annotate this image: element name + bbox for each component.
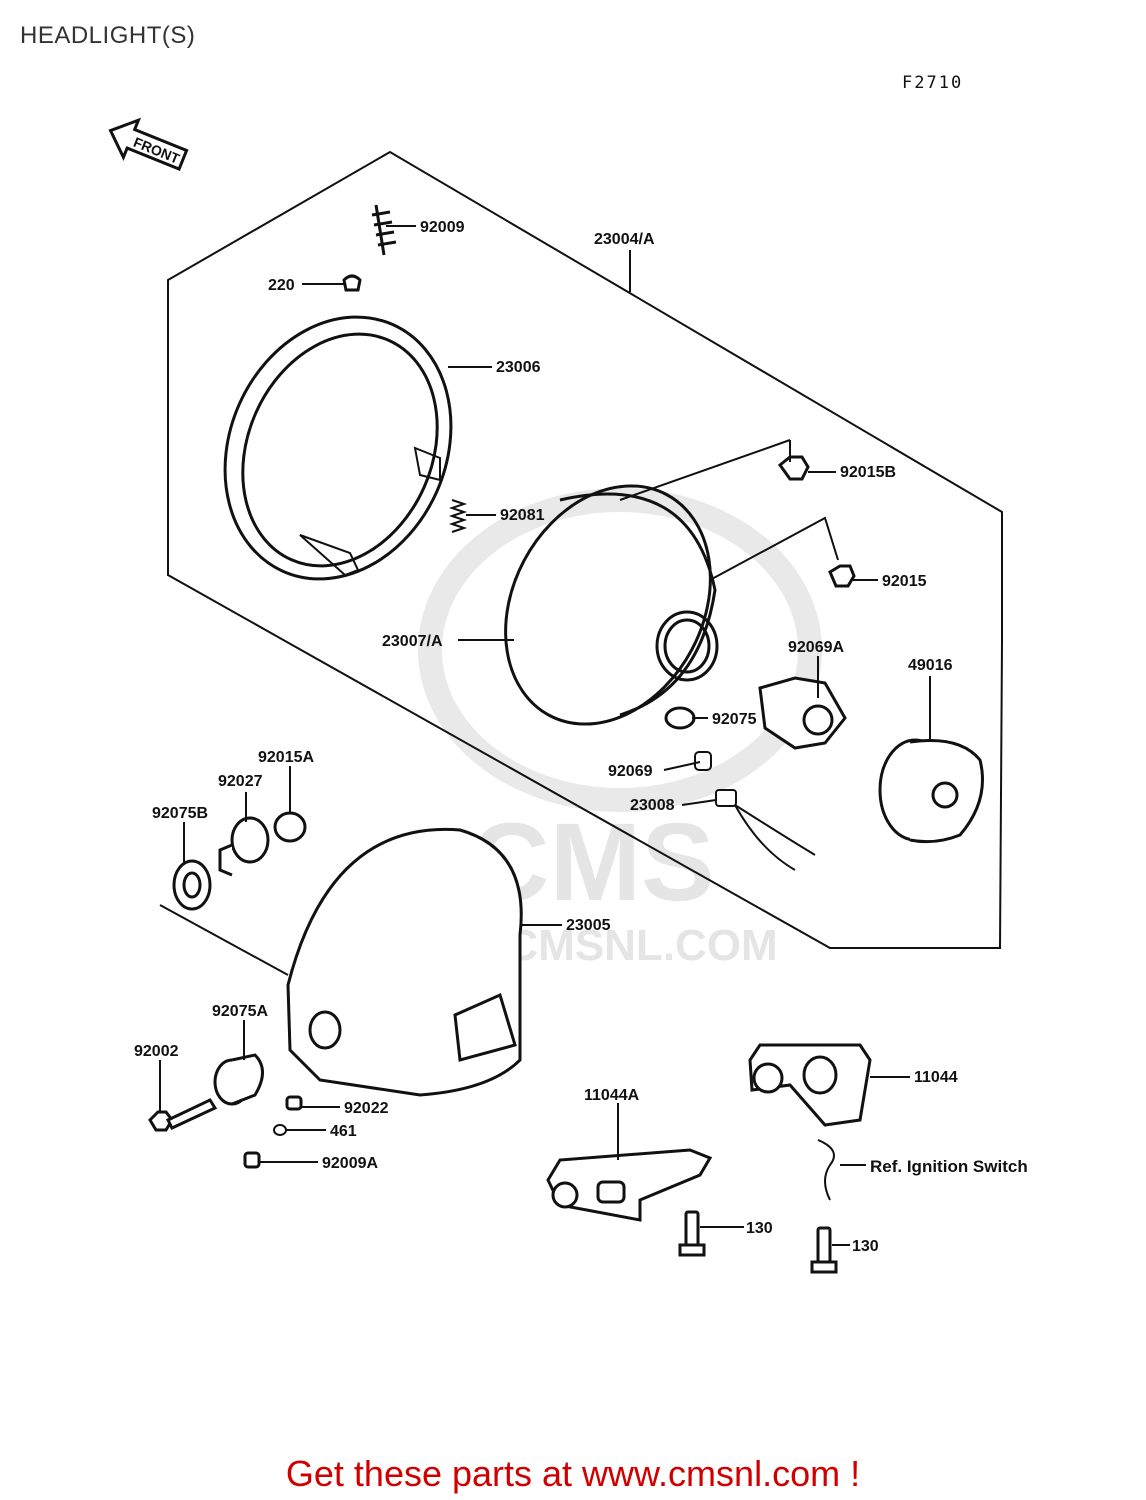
footer-cta-link[interactable]: Get these parts at www.cmsnl.com !	[285, 1453, 861, 1494]
screw-92009A	[243, 1151, 261, 1169]
callout-220: 220	[268, 277, 295, 294]
callout-130b: 130	[852, 1238, 879, 1255]
nut-92015B	[777, 455, 810, 481]
callout-92015B: 92015B	[840, 464, 896, 481]
callout-11044: 11044	[914, 1069, 958, 1086]
callout-92002: 92002	[134, 1043, 179, 1060]
bracket-11044	[748, 1043, 872, 1127]
grommet-92075	[664, 706, 696, 730]
washer-461	[273, 1124, 287, 1136]
leader-lines	[159, 225, 931, 1246]
callout-23004A: 23004/A	[594, 231, 655, 248]
headlight-housing	[286, 827, 523, 1097]
callout-92075A: 92075A	[212, 1003, 268, 1020]
headlight-rim	[223, 315, 453, 581]
grommet-92075B	[172, 859, 212, 911]
socket-23008	[715, 789, 816, 871]
callout-23007A: 23007/A	[382, 633, 443, 650]
parts-diagram: CMS WWW.CMSNL.COM FRONT	[108, 117, 1028, 1274]
callout-92009: 92009	[420, 219, 465, 236]
callout-130a: 130	[746, 1220, 773, 1237]
callout-92015A: 92015A	[258, 749, 314, 766]
bolt-92002	[148, 1098, 218, 1132]
callout-92075B: 92075B	[152, 805, 208, 822]
callout-ref-ignition-switch: Ref. Ignition Switch	[870, 1157, 1028, 1176]
callout-461: 461	[330, 1123, 357, 1140]
bolt-130b	[810, 1226, 838, 1274]
nut-92015A	[273, 811, 307, 843]
callout-23008: 23008	[630, 797, 675, 814]
headlight-reflector	[504, 484, 719, 726]
screw-220	[342, 274, 362, 292]
callout-92022: 92022	[344, 1100, 389, 1117]
grommet-92075A	[213, 1053, 264, 1106]
callout-23006: 23006	[496, 359, 541, 376]
page-title: HEADLIGHT(S)	[20, 22, 196, 49]
callout-92027: 92027	[218, 773, 263, 790]
assembly-frame-lead	[159, 904, 289, 976]
bulb-92069A	[758, 676, 847, 750]
callout-92069A: 92069A	[788, 639, 844, 656]
callout-49016: 49016	[908, 657, 953, 674]
callout-92081: 92081	[500, 507, 545, 524]
screw-92009	[371, 204, 397, 256]
front-arrow-icon: FRONT	[108, 117, 189, 171]
wire-clip	[817, 1139, 835, 1201]
collar-92027	[218, 816, 270, 877]
callout-92075: 92075	[712, 711, 757, 728]
dust-cover-49016	[878, 738, 984, 844]
spring-92081	[448, 499, 468, 533]
callout-92015: 92015	[882, 573, 927, 590]
bolt-130a	[678, 1210, 706, 1257]
bolt-92022	[285, 1095, 303, 1111]
assembly-frame	[167, 150, 1003, 949]
callout-92009A: 92009A	[322, 1155, 378, 1172]
bulb-92069	[694, 751, 712, 771]
callout-92069: 92069	[608, 763, 653, 780]
bracket-11044A	[546, 1148, 713, 1222]
callout-11044A: 11044A	[584, 1087, 640, 1104]
nut-92015	[828, 564, 856, 588]
diagram-code: F2710	[902, 73, 964, 93]
callout-23005: 23005	[566, 917, 611, 934]
